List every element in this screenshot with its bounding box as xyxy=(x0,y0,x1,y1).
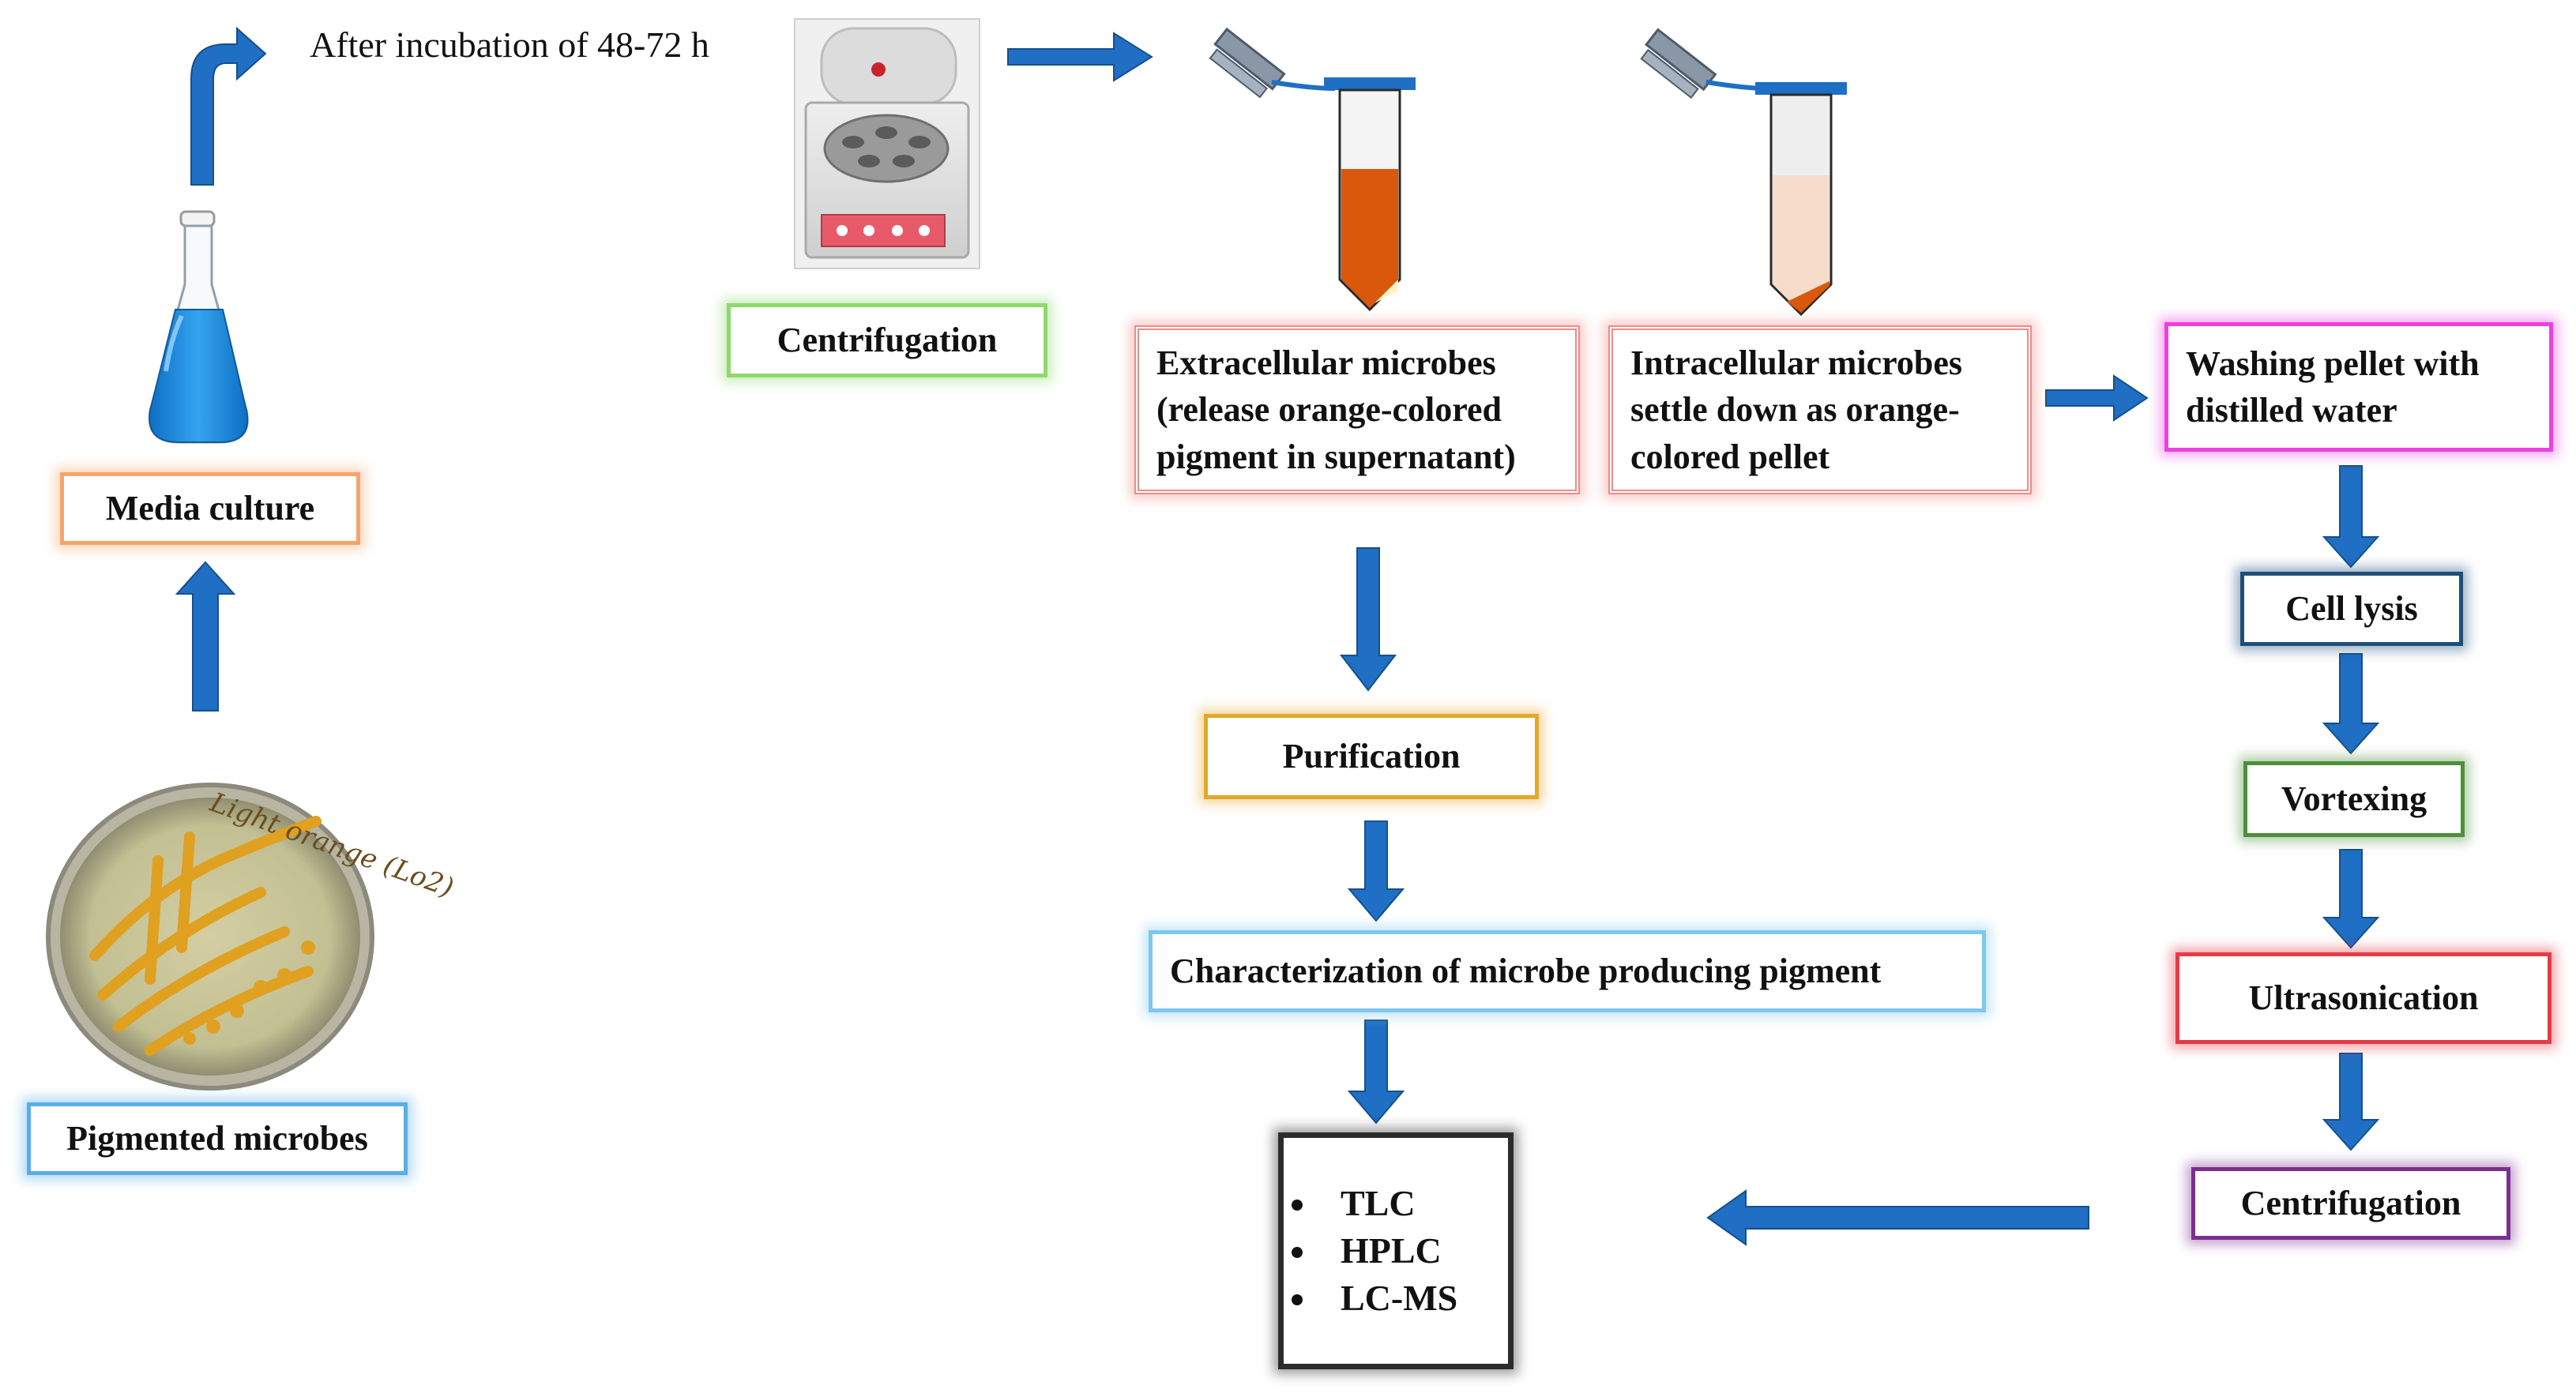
centrifugation-top-label: Centrifugation xyxy=(777,321,998,360)
pigmented-microbes-box: Pigmented microbes xyxy=(27,1102,408,1175)
purification-box: Purification xyxy=(1204,714,1539,799)
cell-lysis-box: Cell lysis xyxy=(2240,572,2463,646)
arrow-intracellular-to-washing xyxy=(2045,374,2149,422)
method-item-hplc: HPLC xyxy=(1318,1227,1457,1275)
centrifugation-bottom-box: Centrifugation xyxy=(2191,1167,2510,1240)
arrow-ultrasonication-to-centrifugation xyxy=(2322,1053,2380,1151)
arrow-extracellular-to-purification xyxy=(1339,547,1397,692)
arrow-purification-to-characterization xyxy=(1347,820,1405,922)
arrow-centrifuge-to-tubes xyxy=(1007,32,1153,82)
arrow-vortexing-to-ultrasonication xyxy=(2322,849,2380,949)
arrow-bent-incubation xyxy=(190,26,267,186)
washing-box: Washing pellet with distilled water xyxy=(2164,322,2553,452)
erlenmeyer-flask-icon xyxy=(148,210,249,444)
pigmented-microbes-label: Pigmented microbes xyxy=(66,1119,368,1158)
petri-dish-icon: Light orange (Lo2) xyxy=(46,783,457,1091)
extracellular-label: Extracellular microbes (release orange-c… xyxy=(1156,343,1516,476)
purification-label: Purification xyxy=(1282,737,1461,776)
washing-label: Washing pellet with distilled water xyxy=(2186,344,2480,430)
arrow-characterization-to-methods xyxy=(1347,1019,1405,1125)
ultrasonication-box: Ultrasonication xyxy=(2175,952,2552,1044)
centrifugation-top-box: Centrifugation xyxy=(727,303,1047,377)
centrifugation-bottom-label: Centrifugation xyxy=(2240,1184,2461,1223)
incubation-caption: After incubation of 48-72 h xyxy=(310,24,709,65)
arrow-lysis-to-vortexing xyxy=(2322,653,2380,755)
extracellular-box: Extracellular microbes (release orange-c… xyxy=(1134,325,1580,494)
intracellular-box: Intracellular microbes settle down as or… xyxy=(1608,325,2032,494)
intracellular-label: Intracellular microbes settle down as or… xyxy=(1630,343,1962,476)
methods-list: TLC HPLC LC-MS xyxy=(1284,1180,1457,1321)
method-item-lcms: LC-MS xyxy=(1318,1275,1457,1322)
method-item-tlc: TLC xyxy=(1318,1180,1457,1227)
arrow-centrifugation-to-methods xyxy=(1706,1189,2089,1246)
ultrasonication-label: Ultrasonication xyxy=(2248,978,2479,1018)
arrow-up-to-media xyxy=(175,561,236,712)
vortexing-label: Vortexing xyxy=(2281,779,2427,819)
methods-box: TLC HPLC LC-MS xyxy=(1278,1132,1514,1369)
microtube-supernatant-icon xyxy=(1209,27,1416,312)
media-culture-box: Media culture xyxy=(60,472,360,545)
microtube-pellet-icon xyxy=(1640,28,1847,317)
centrifuge-machine-icon xyxy=(794,18,980,269)
characterization-box: Characterization of microbe producing pi… xyxy=(1149,930,1986,1012)
arrow-washing-to-lysis xyxy=(2322,465,2380,569)
cell-lysis-label: Cell lysis xyxy=(2285,589,2418,629)
media-culture-label: Media culture xyxy=(105,489,315,528)
characterization-label: Characterization of microbe producing pi… xyxy=(1170,952,1882,991)
vortexing-box: Vortexing xyxy=(2243,761,2465,837)
